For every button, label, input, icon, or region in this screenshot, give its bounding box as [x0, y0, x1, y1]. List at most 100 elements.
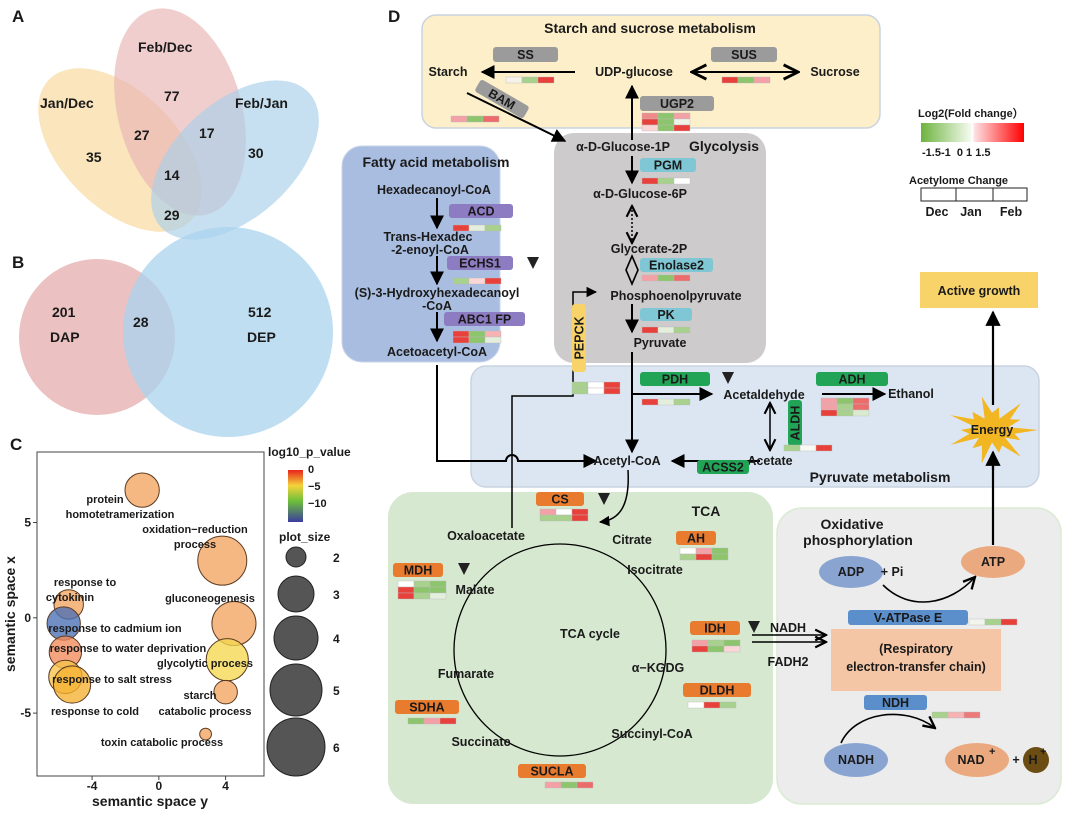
heat-cell [484, 277, 502, 285]
heat-cell [429, 592, 447, 600]
enzyme-box [640, 158, 696, 172]
enzyme-echs1: ECHS1 [447, 256, 539, 285]
heat-cell [852, 403, 870, 411]
enzyme-box [572, 304, 586, 372]
down-triangle-icon [598, 493, 610, 505]
metabolite-sucrose: Sucrose [810, 65, 859, 79]
enzyme-abc1fp: ABC1 FP [444, 312, 525, 344]
bubble [197, 535, 248, 586]
section-fatty-acid [341, 145, 501, 363]
enzyme-box [697, 460, 749, 474]
heat-cell [852, 409, 870, 417]
size-legend-circle [273, 615, 319, 661]
heat-cell [691, 639, 709, 647]
heat-cell [707, 639, 725, 647]
enzyme-label: CS [551, 493, 568, 507]
heat-cell [641, 398, 659, 406]
node-nad [945, 743, 1009, 777]
heat-cell [571, 387, 589, 395]
enzyme-label: MDH [404, 564, 432, 578]
label-nad: NAD [957, 753, 984, 767]
heat-cell [783, 444, 801, 452]
metabolite-hydroxy: -CoA [422, 299, 452, 313]
section-title: phosphorylation [803, 532, 913, 548]
bubble [213, 679, 238, 705]
enzyme-label: PGM [654, 159, 682, 173]
metabolite-malate: Malate [456, 583, 495, 597]
heat-cell [555, 508, 573, 516]
enzyme-box [676, 531, 716, 545]
venn-set-dep [123, 227, 333, 437]
month-label: Jan [960, 205, 982, 219]
label-h: H [1028, 753, 1037, 767]
heat-cell [571, 514, 589, 522]
count: 35 [86, 149, 102, 165]
y-tick-label: -5 [20, 706, 31, 720]
node-h [1023, 747, 1049, 773]
section-tca [388, 492, 773, 804]
heat-cell [452, 224, 470, 232]
metabolite-isocitrate: Isocitrate [627, 563, 683, 577]
size-legend-title: plot_size [279, 530, 331, 544]
section-glycolysis [554, 133, 766, 363]
bubble [52, 665, 92, 704]
pathway-arrows [430, 72, 1001, 757]
size-legend-label: 2 [333, 551, 340, 565]
enzyme-ss: SS [493, 47, 558, 84]
metabolite-hexadecanoyl-coa: Hexadecanoyl-CoA [377, 183, 491, 197]
metabolite-hydroxy: (S)-3-Hydroxyhexadecanoyl [355, 286, 520, 300]
pathway-diagram: D Starch and sucrose metabolism Fatty ac… [341, 7, 1062, 805]
section-title: Starch and sucrose metabolism [544, 20, 756, 36]
enzyme-box [864, 695, 927, 710]
panel-label-a: A [12, 7, 24, 26]
bubble-label: cytokinin [46, 592, 95, 604]
venn-b: B 201 DAP 28 512 DEP [12, 227, 333, 437]
heat-cell [539, 514, 557, 522]
month-label: Feb [1000, 205, 1023, 219]
section-title: Pyruvate metabolism [810, 469, 951, 485]
heat-cell [560, 781, 578, 789]
heat-cell [482, 115, 500, 123]
enzyme-box [640, 372, 710, 386]
metabolite-trans-hexadec: -2-enoyl-CoA [391, 243, 469, 257]
heat-cell [687, 701, 705, 709]
heat-cell [673, 112, 691, 120]
heat-cell [820, 403, 838, 411]
count: 14 [164, 167, 180, 183]
heat-cell [641, 118, 659, 126]
enzyme-label: AH [687, 532, 705, 546]
color-legend-tick: −5 [308, 481, 321, 493]
label-dap: DAP [50, 329, 80, 345]
bubble [124, 472, 160, 508]
heat-cell [703, 701, 721, 709]
legend-ticks: -1.5-1 0 1 1.5 [922, 147, 991, 159]
down-triangle-icon [748, 621, 760, 633]
venn-a: A Jan/Dec Feb/Dec Feb/Jan 77 27 17 35 14… [12, 7, 319, 240]
enzyme-acss2: ACSS2 [697, 460, 749, 475]
enzyme-label: ALDH [789, 406, 803, 441]
heat-cell [407, 717, 425, 725]
metabolite-g1p: α-D-Glucose-1P [576, 140, 670, 154]
node-atp [961, 546, 1025, 578]
count: 29 [164, 207, 180, 223]
bubble-label: protein [86, 494, 124, 506]
venn-set-feb-jan [151, 80, 319, 240]
enzyme-label: SS [517, 48, 534, 62]
enzyme-enolase2: Enolase2 [640, 258, 713, 282]
label-dep: DEP [247, 329, 276, 345]
heat-cell [673, 326, 691, 334]
label-adp: ADP [838, 565, 864, 579]
enzyme-idh: IDH [690, 621, 760, 653]
heat-cell [571, 508, 589, 516]
heat-cell [679, 553, 697, 561]
enzyme-label: SDHA [409, 701, 444, 715]
heat-cell [571, 381, 589, 389]
metabolite-succinyl-coa: Succinyl-CoA [611, 727, 692, 741]
bubble-label: process [174, 539, 216, 551]
bubble-label: response to cadmium ion [48, 623, 182, 635]
size-legend-circle [277, 575, 315, 613]
metabolite-pyruvate: Pyruvate [634, 336, 687, 350]
size-legend-label: 4 [333, 632, 340, 646]
enzyme-label: SUS [731, 48, 757, 62]
heat-cell [587, 387, 605, 395]
